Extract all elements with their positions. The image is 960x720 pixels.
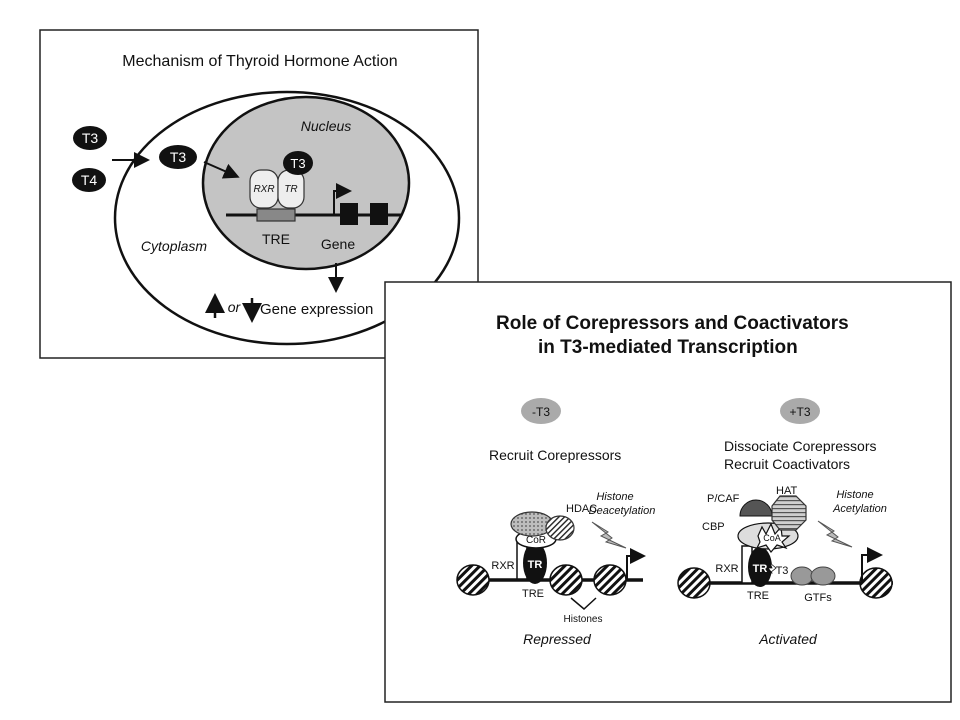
histone-nucleosome <box>549 564 583 596</box>
histone-nucleosome <box>677 567 711 599</box>
gene-exon-2 <box>370 203 388 225</box>
recruit-corepressors-heading: Recruit Corepressors <box>489 447 621 463</box>
rxr-repressed-label: RXR <box>491 560 514 572</box>
tre-element <box>256 208 296 222</box>
cytoplasm-label: Cytoplasm <box>141 238 207 254</box>
transcription-start-arrow <box>626 548 646 580</box>
gene-expression-label: Gene expression <box>260 301 373 318</box>
t4-hormone-outside: T4 <box>72 168 106 192</box>
panel-corepressors-coactivators: Role of Corepressors and Coactivators in… <box>384 281 952 703</box>
tre-activated-label: TRE <box>747 590 769 602</box>
svg-text:T3: T3 <box>82 130 99 146</box>
t3-hormone-nucleus: T3 <box>283 151 313 175</box>
cbp-label: CBP <box>702 521 725 533</box>
svg-text:+T3: +T3 <box>789 405 810 419</box>
tr-receptor-repressed <box>523 542 547 584</box>
histones-pointer <box>570 597 597 610</box>
lightning-bolt-icon <box>817 520 853 548</box>
repressed-label: Repressed <box>523 631 592 647</box>
tre-repressed-label: TRE <box>522 588 544 600</box>
t3-bound-label: T3 <box>776 565 789 577</box>
svg-text:T4: T4 <box>81 172 98 188</box>
tr-repressed-label: TR <box>528 559 543 571</box>
rxr-activated-label: RXR <box>715 563 738 575</box>
minus-t3-badge: -T3 <box>521 398 561 424</box>
hat-enzyme <box>771 495 807 531</box>
gene-exon-1 <box>340 203 358 225</box>
gtfs-label: GTFs <box>804 592 832 604</box>
gtf-protein <box>810 566 836 586</box>
transcription-start-arrow <box>333 183 352 215</box>
tr-activated-label: TR <box>753 563 768 575</box>
svg-text:-T3: -T3 <box>532 405 550 419</box>
pcaf-label: P/CAF <box>707 493 740 505</box>
gene-label: Gene <box>321 236 355 252</box>
panel2-frame <box>384 281 952 703</box>
rxr-receptor-label: RXR <box>253 184 274 195</box>
panel2-title-line2: in T3-mediated Transcription <box>538 337 798 358</box>
or-label: or <box>228 299 242 315</box>
hdac-subunit <box>545 515 575 541</box>
histone-nucleosome <box>593 564 627 596</box>
cor-label: CoR <box>526 535 546 546</box>
panel-thyroid-mechanism: Mechanism of Thyroid Hormone Action T3 T… <box>39 29 479 359</box>
hat-label: HAT <box>776 485 797 497</box>
histone-nucleosome <box>456 564 490 596</box>
transcription-start-arrow <box>861 547 883 583</box>
tr-receptor-activated <box>748 547 772 587</box>
plus-t3-badge: +T3 <box>780 398 820 424</box>
lightning-bolt-icon <box>591 521 627 549</box>
histone-acetylation-label-2: Acetylation <box>832 503 887 515</box>
dissociate-corepressors-heading: Dissociate Corepressors <box>724 438 877 454</box>
coa-label: CoA <box>763 533 781 543</box>
panel1-title: Mechanism of Thyroid Hormone Action <box>122 53 397 70</box>
nuclear-entry-arrow <box>203 161 240 179</box>
t3-binding-arrow-icon <box>767 562 777 574</box>
histones-label: Histones <box>564 614 603 625</box>
svg-text:T3: T3 <box>170 149 187 165</box>
hdac-label: HDAC <box>566 503 597 515</box>
coa-coactivator <box>755 522 791 553</box>
svg-text:T3: T3 <box>290 156 305 171</box>
gtf-protein <box>790 566 814 586</box>
repressed-complex: TR RXR CoR HDAC Histone Deacetylation TR… <box>456 491 656 647</box>
histone-deacetylation-label-2: Deacetylation <box>589 505 656 517</box>
t3-hormone-cytoplasm: T3 <box>159 145 197 169</box>
activated-complex: TR RXR T3 GTFs CBP CoA P/CAF HAT Histone… <box>677 485 893 647</box>
histone-nucleosome <box>859 567 893 599</box>
histone-deacetylation-label-1: Histone <box>596 491 633 503</box>
tr-receptor-label: TR <box>284 184 297 195</box>
panel2-title-line1: Role of Corepressors and Coactivators <box>496 313 849 334</box>
nucleus <box>201 95 411 271</box>
recruit-coactivators-heading: Recruit Coactivators <box>724 456 850 472</box>
tre-label: TRE <box>262 231 290 247</box>
nucleus-label: Nucleus <box>301 118 352 134</box>
histone-acetylation-label-1: Histone <box>836 489 873 501</box>
t3-hormone-outside: T3 <box>73 126 107 150</box>
activated-label: Activated <box>758 631 818 647</box>
